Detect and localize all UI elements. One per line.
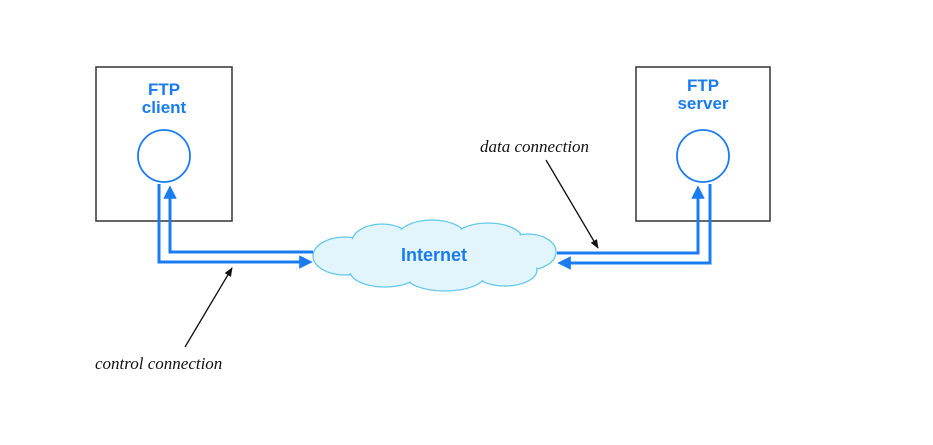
server-title-line1: FTP [687,76,719,95]
client-control-connection-line [157,184,313,269]
data-connection-label: data connection [480,137,589,156]
server-title-line2: server [677,94,728,113]
client-title-line2: client [142,98,187,117]
internet-cloud: Internet [312,219,557,292]
ftp-server-box: FTP server [635,66,771,222]
internet-label: Internet [401,245,467,265]
client-data-connection-line [163,185,313,254]
server-data-connection-line [557,184,712,270]
client-title-line1: FTP [148,80,180,99]
control-connection-label: control connection [95,354,222,373]
server-connections [557,184,712,270]
data-connection-annotation: data connection [480,137,599,249]
control-connection-pointer [184,267,233,348]
control-connection-annotation: control connection [95,267,233,373]
client-process-circle [137,129,191,183]
data-connection-pointer [545,159,599,249]
ftp-client-box: FTP client [95,66,233,222]
server-control-connection-line [557,185,705,255]
server-process-circle [676,129,730,183]
client-connections [157,184,313,269]
